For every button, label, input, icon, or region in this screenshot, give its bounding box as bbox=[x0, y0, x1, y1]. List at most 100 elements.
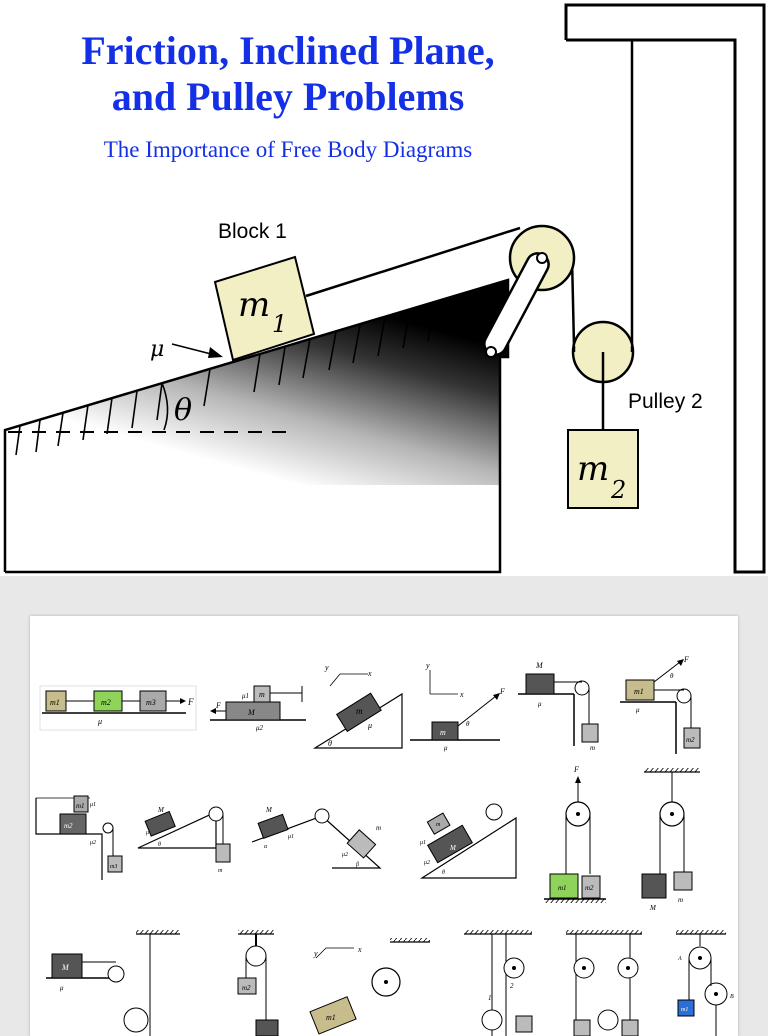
theta-label: θ bbox=[174, 393, 192, 428]
r1-3-block: m bbox=[356, 706, 363, 716]
theta-arc bbox=[161, 382, 169, 431]
mu-arrow-shaft bbox=[171, 343, 216, 356]
r1-4-force: F bbox=[499, 687, 505, 696]
r1-6-mu: μ bbox=[636, 706, 640, 714]
r1-1-block1: m1 bbox=[50, 698, 60, 707]
example-r2-5: F m1 m2 bbox=[544, 765, 606, 903]
block-2-subscript: 2 bbox=[610, 476, 626, 504]
examples-sheet: m1 m2 m3 F μ m M F μ1 μ2 bbox=[30, 616, 738, 1036]
r3-2-hanging: m2 bbox=[242, 984, 251, 992]
example-r3-3: y x m1 bbox=[309, 938, 430, 1035]
r1-2-mu1: μ1 bbox=[242, 692, 249, 700]
r2-1-top: m1 bbox=[76, 802, 85, 810]
r3-4-label-1: 1 bbox=[488, 994, 492, 1002]
r1-5-table-block: M bbox=[535, 661, 544, 670]
example-r2-3: M μ1 α m μ2 β bbox=[251, 806, 382, 869]
r2-5-left: m1 bbox=[558, 884, 567, 892]
r2-4-top: m bbox=[436, 822, 441, 828]
r1-6-theta: θ bbox=[670, 672, 674, 680]
r3-4-label-2: 2 bbox=[510, 982, 514, 990]
r2-6-left: M bbox=[649, 904, 657, 912]
inclined-plane bbox=[3, 278, 510, 574]
r1-4-theta: θ bbox=[466, 720, 470, 728]
r1-2-force: F bbox=[215, 701, 221, 710]
example-r2-2: M μ θ m bbox=[137, 806, 231, 874]
r3-1-block: M bbox=[61, 963, 70, 972]
r2-2-mu: μ bbox=[146, 830, 149, 836]
r2-1-bottom: m2 bbox=[64, 822, 73, 830]
r3-3-y: y bbox=[313, 949, 318, 958]
block-1-mass: m bbox=[238, 285, 270, 325]
r1-3-y: y bbox=[324, 663, 329, 672]
r1-2-mu2: μ2 bbox=[256, 724, 264, 732]
block-1-label: Block 1 bbox=[218, 220, 287, 243]
r2-6-right: m bbox=[678, 896, 683, 904]
r1-5-hanging: m bbox=[590, 744, 595, 752]
r2-3-mu1: μ1 bbox=[288, 834, 294, 840]
r2-4-mu1: μ1 bbox=[420, 840, 426, 846]
example-r1-3: y x m μ θ bbox=[312, 663, 403, 749]
examples-svg: m1 m2 m3 F μ m M F μ1 μ2 bbox=[35, 655, 734, 1036]
r1-2-bottom: M bbox=[247, 708, 256, 717]
example-r1-4: y x m F θ μ bbox=[410, 661, 505, 752]
r1-6-hanging: m2 bbox=[686, 736, 695, 744]
r3-1-mu: μ bbox=[60, 984, 64, 992]
r2-3-left: M bbox=[265, 806, 273, 814]
r1-6-block: m1 bbox=[634, 687, 644, 696]
r2-4-theta: θ bbox=[442, 870, 445, 876]
r2-3-mu2: μ2 bbox=[342, 852, 348, 858]
example-r3-5 bbox=[566, 930, 642, 1036]
example-r1-1: m1 m2 m3 F μ bbox=[39, 685, 197, 731]
example-r1-5: M μ m bbox=[518, 661, 599, 752]
r1-1-mu: μ bbox=[97, 717, 102, 726]
r2-2-hanging: m bbox=[218, 868, 223, 874]
r2-1-mu2: μ2 bbox=[90, 840, 96, 846]
main-diagram: m 1 Block 1 μ θ bbox=[3, 3, 766, 574]
r3-6-block: m1 bbox=[681, 1007, 688, 1013]
mu-arrowhead bbox=[208, 347, 223, 358]
r1-1-block2: m2 bbox=[101, 698, 111, 707]
ropes bbox=[305, 40, 634, 430]
r1-4-block: m bbox=[440, 728, 446, 737]
r1-1-force: F bbox=[187, 697, 194, 707]
mu-label: μ bbox=[150, 337, 164, 362]
example-r1-2: m M F μ1 μ2 bbox=[210, 685, 306, 732]
r2-5-right: m2 bbox=[585, 884, 594, 892]
r2-1-hanging: m3 bbox=[110, 864, 117, 870]
pulley-2-label: Pulley 2 bbox=[628, 390, 703, 413]
r2-3-beta: β bbox=[355, 862, 359, 868]
slide: Friction, Inclined Plane, and Pulley Pro… bbox=[0, 0, 768, 576]
example-r2-6: M m bbox=[641, 768, 700, 912]
r2-4-bottom: M bbox=[449, 844, 457, 852]
block-1-subscript: 1 bbox=[272, 310, 287, 338]
r3-6-b: B bbox=[730, 994, 734, 1000]
surface-hatching bbox=[15, 287, 486, 456]
r1-5-mu: μ bbox=[538, 700, 542, 708]
example-r2-4: m M μ1 μ2 θ bbox=[419, 803, 517, 879]
r1-3-mu: μ bbox=[367, 721, 372, 730]
example-r3-6: A B m1 bbox=[676, 930, 734, 1036]
r3-3-x: x bbox=[357, 945, 362, 954]
r2-5-force: F bbox=[573, 765, 579, 774]
wall-frame bbox=[564, 3, 766, 574]
block-1: m 1 bbox=[213, 255, 316, 362]
r2-3-right: m bbox=[376, 824, 381, 832]
r2-1-mu1: μ1 bbox=[90, 802, 96, 808]
r1-4-mu: μ bbox=[444, 744, 448, 752]
r1-4-x: x bbox=[459, 690, 464, 699]
example-r3-1: M μ bbox=[46, 930, 180, 1036]
title-line-1: Friction, Inclined Plane, bbox=[81, 28, 495, 73]
example-r2-1: m1 m2 μ1 μ2 m3 bbox=[35, 795, 123, 880]
pulley-2 bbox=[571, 320, 635, 384]
r1-6-force: F bbox=[683, 655, 689, 664]
r2-2-block: M bbox=[157, 806, 165, 814]
r3-6-a: A bbox=[677, 956, 682, 962]
r2-4-mu2: μ2 bbox=[424, 860, 430, 866]
r2-3-alpha: α bbox=[264, 844, 268, 850]
r2-2-theta: θ bbox=[158, 842, 161, 848]
r1-2-top: m bbox=[259, 690, 265, 699]
r1-4-y: y bbox=[425, 661, 430, 670]
example-r3-4: 1 2 bbox=[464, 930, 533, 1036]
block-2: m 2 bbox=[567, 429, 639, 509]
r1-1-block3: m3 bbox=[146, 698, 156, 707]
